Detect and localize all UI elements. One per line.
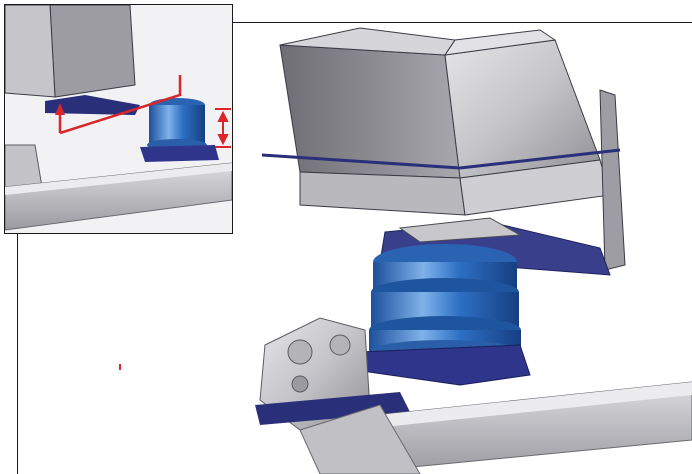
arrow-up-icon xyxy=(55,103,65,115)
inset-view-panel xyxy=(4,4,233,234)
axle-beam xyxy=(299,381,692,474)
frame-bracket xyxy=(261,27,626,271)
lower-mount-plate xyxy=(354,344,531,386)
leaf-spring-hanger xyxy=(255,317,410,431)
annotation-tick-mark xyxy=(119,364,121,370)
air-spring-bellows xyxy=(369,244,521,364)
frame-border-left xyxy=(17,232,18,474)
inset-illustration xyxy=(5,5,232,233)
movement-arrows xyxy=(58,75,182,135)
height-dimension-marker xyxy=(215,108,231,148)
frame-border-top xyxy=(231,22,692,23)
inset-annotations xyxy=(55,75,231,148)
